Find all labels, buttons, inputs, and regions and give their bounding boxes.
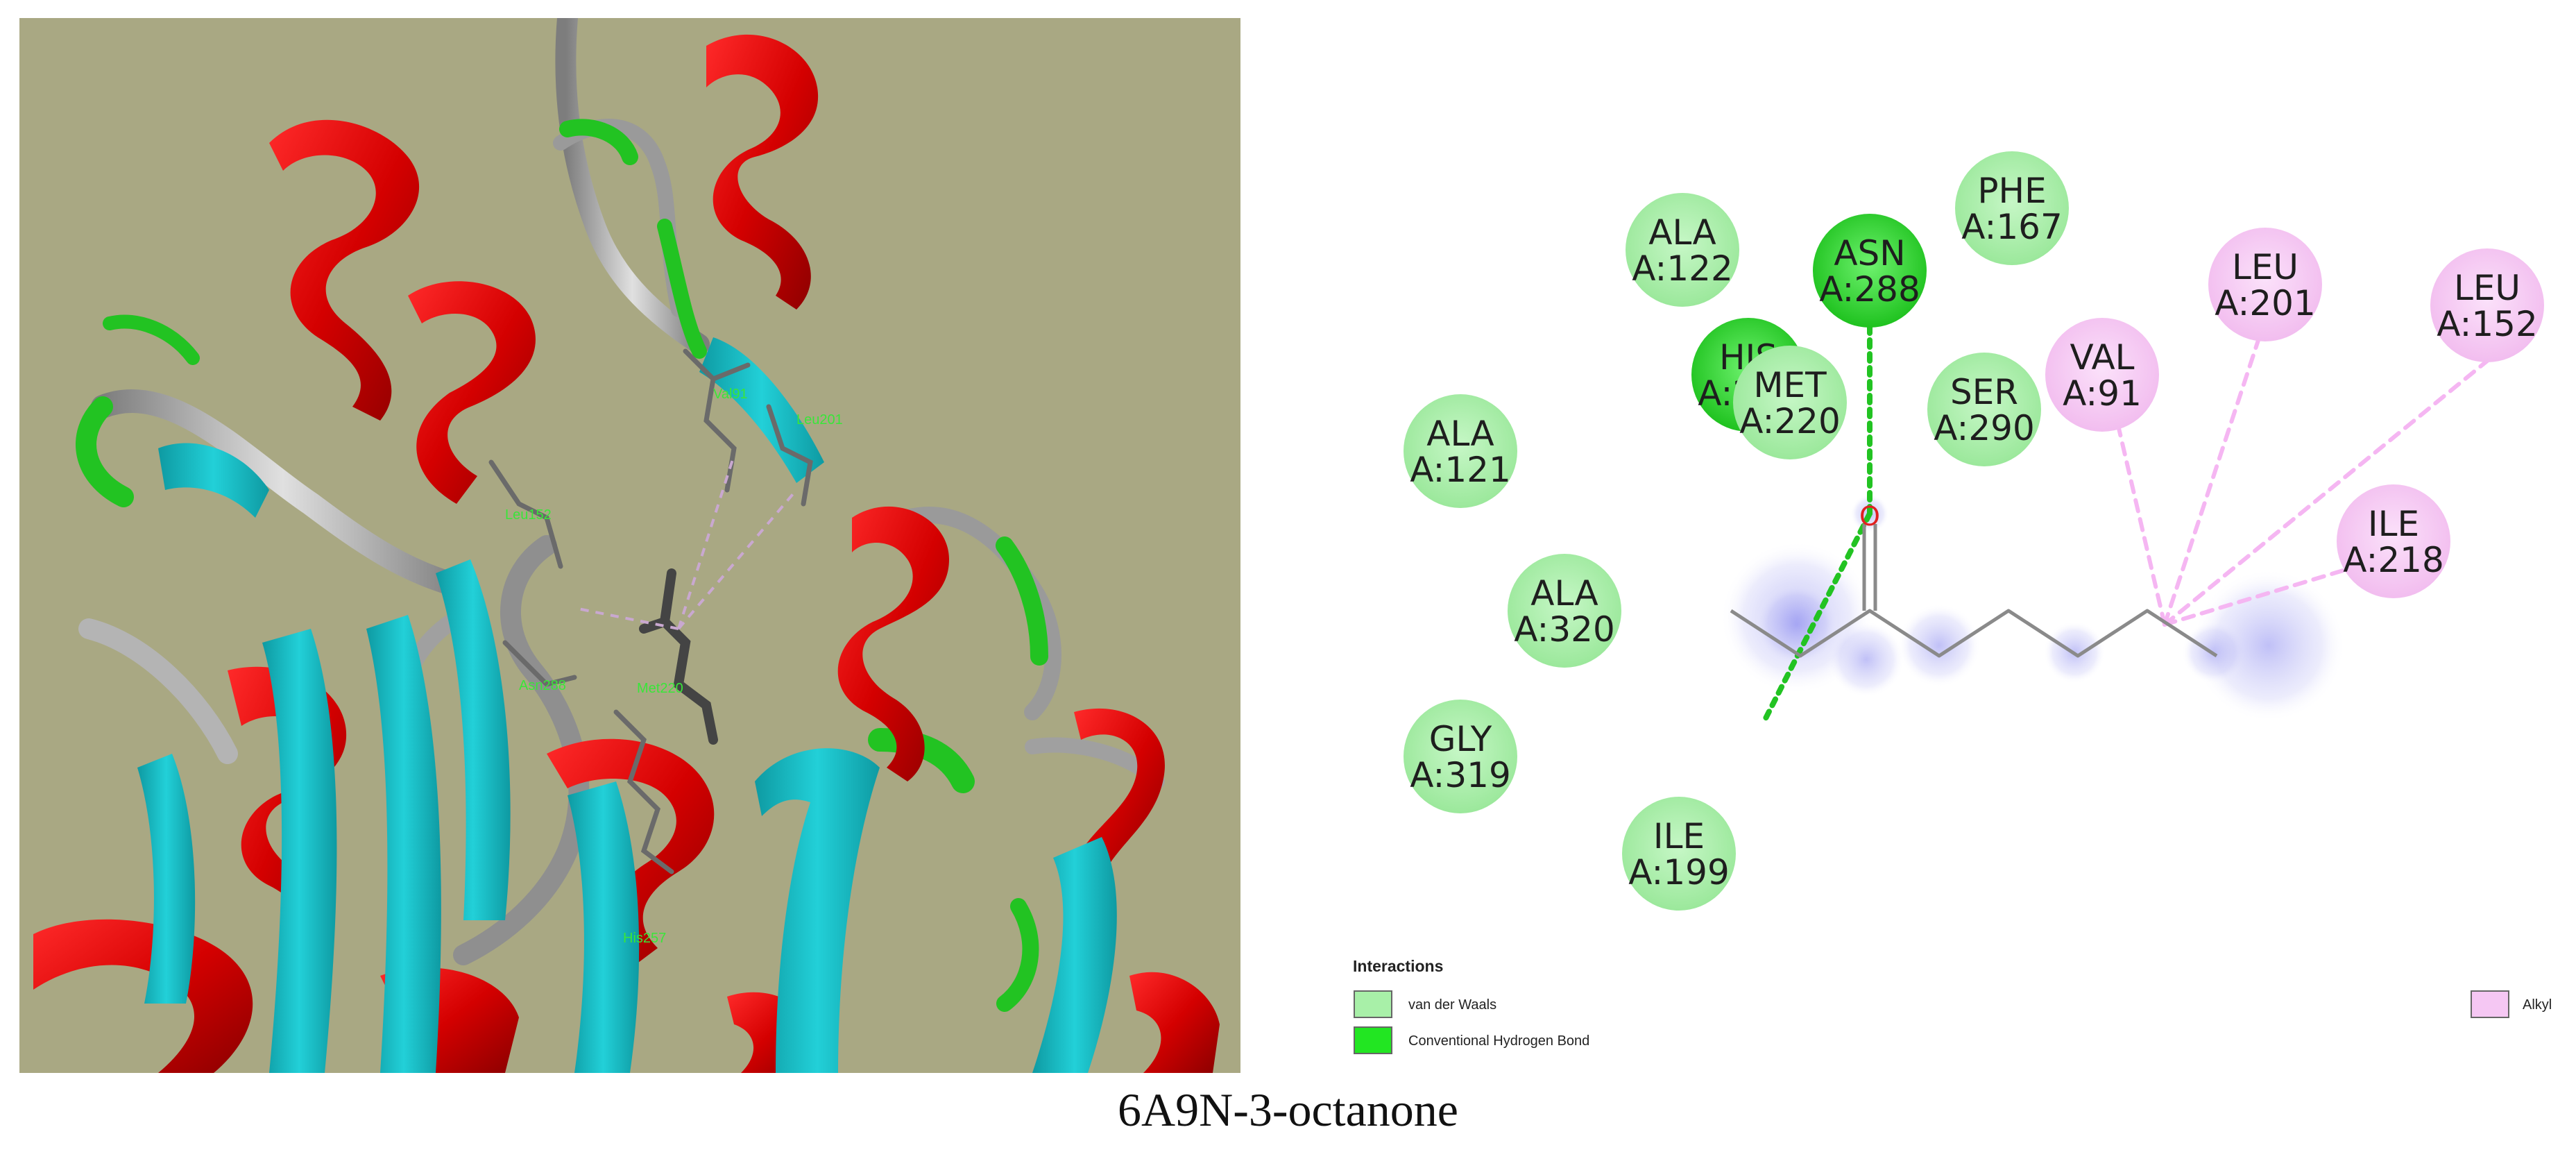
figure-caption: 6A9N-3-octanone [1118,1083,1458,1136]
ligand-halos [1721,494,2345,722]
residue-disc-vdw [1955,151,2069,265]
residue-name: MET [1753,365,1827,405]
residue-name: ALA [1426,414,1494,454]
residue-disc-alkyl [2337,484,2450,598]
residue-disc-hbond [1813,214,1927,328]
legend-label-hbond: Conventional Hydrogen Bond [1408,1033,1589,1049]
halo [1828,621,1904,697]
residue-name: ALA [1530,573,1598,614]
residue-name: VAL [2070,337,2134,378]
residue-name: GLY [1429,719,1492,759]
strand-segments [137,337,1117,1073]
label-3d-met220: Met220 [637,681,683,696]
residue-chain-position: A:152 [2437,304,2538,344]
residue-chain-position: A:319 [1410,755,1511,795]
residue-chain-position: A:122 [1632,248,1733,289]
residue-chain-position: A:220 [1739,401,1841,441]
residue-chain-position: A:218 [2343,540,2444,580]
interaction-lines [1763,289,2489,721]
ligand-skeleton [1730,524,2218,658]
protein-3d-view: Leu152 Val91 Leu201 Asn288 Met220 His257 [19,18,1240,1073]
residue-disc-vdw [1508,554,1621,668]
residue-disc-vdw [1626,193,1739,307]
residue-chain-position: A:288 [1819,269,1920,310]
ligand-chain [1730,609,2218,658]
protein-ribbon-render: Leu152 Val91 Leu201 Asn288 Met220 His257 [33,18,1220,1073]
alkyl-line-leu152 [2163,359,2489,627]
residue-name: LEU [2454,268,2520,308]
legend: Interactions van der Waals Conventional … [1353,957,2552,1054]
label-3d-his257: His257 [623,931,666,946]
residue-name: ALA [1648,212,1716,253]
alkyl-line-val91 [2114,414,2167,627]
residue-name: ILE [1653,816,1705,856]
interaction-lines-3d [574,455,798,630]
label-3d-leu201: Leu201 [796,412,843,428]
ligand-sticks [639,568,718,745]
residue-chain-position: A:201 [2215,283,2316,323]
halo [1897,604,1981,687]
residue-chain-position: A:121 [1410,450,1511,490]
residue-disc-alkyl [2430,248,2544,362]
residue-disc-alkyl [2045,318,2159,432]
residue-disc-alkyl [2208,228,2322,341]
legend-swatch-vdw [1354,990,1392,1018]
residue-disc-vdw [1733,346,1847,459]
residue-chain-position: A:320 [1514,609,1615,650]
legend-title: Interactions [1353,957,1443,975]
halo [2192,569,2345,722]
residue-disc-vdw [1404,700,1517,813]
hbond-line-his257 [1763,511,1873,721]
oxygen-atom-label: O [1859,501,1880,532]
residue-name: PHE [1977,171,2046,211]
legend-label-alkyl: Alkyl [2523,997,2552,1013]
residue-name: ILE [2368,504,2419,544]
residue-name: LEU [2232,247,2298,287]
legend-swatch-alkyl [2471,990,2509,1018]
residue-disc-vdw [1404,394,1517,508]
alkyl-line-leu201 [2163,317,2267,627]
label-3d-asn288: Asn288 [519,678,566,693]
turn-segments [76,119,1048,1012]
residue-disc-vdw [1927,353,2041,466]
label-3d-val91: Val91 [713,387,748,402]
residue-chain-position: A:199 [1628,852,1730,892]
residue-labels-3d: Leu152 Val91 Leu201 Asn288 Met220 His257 [505,387,843,946]
legend-swatch-hbond [1354,1026,1392,1054]
legend-label-vdw: van der Waals [1408,997,1496,1013]
residue-name: ASN [1834,233,1905,273]
residue-chain-position: A:290 [1934,408,2035,448]
residue-name: SER [1950,372,2018,412]
label-3d-leu152: Leu152 [505,507,552,523]
residue-disc-vdw [1622,797,1736,911]
residue-chain-position: A:91 [2063,373,2142,414]
residue-chain-position: A:167 [1961,207,2063,247]
